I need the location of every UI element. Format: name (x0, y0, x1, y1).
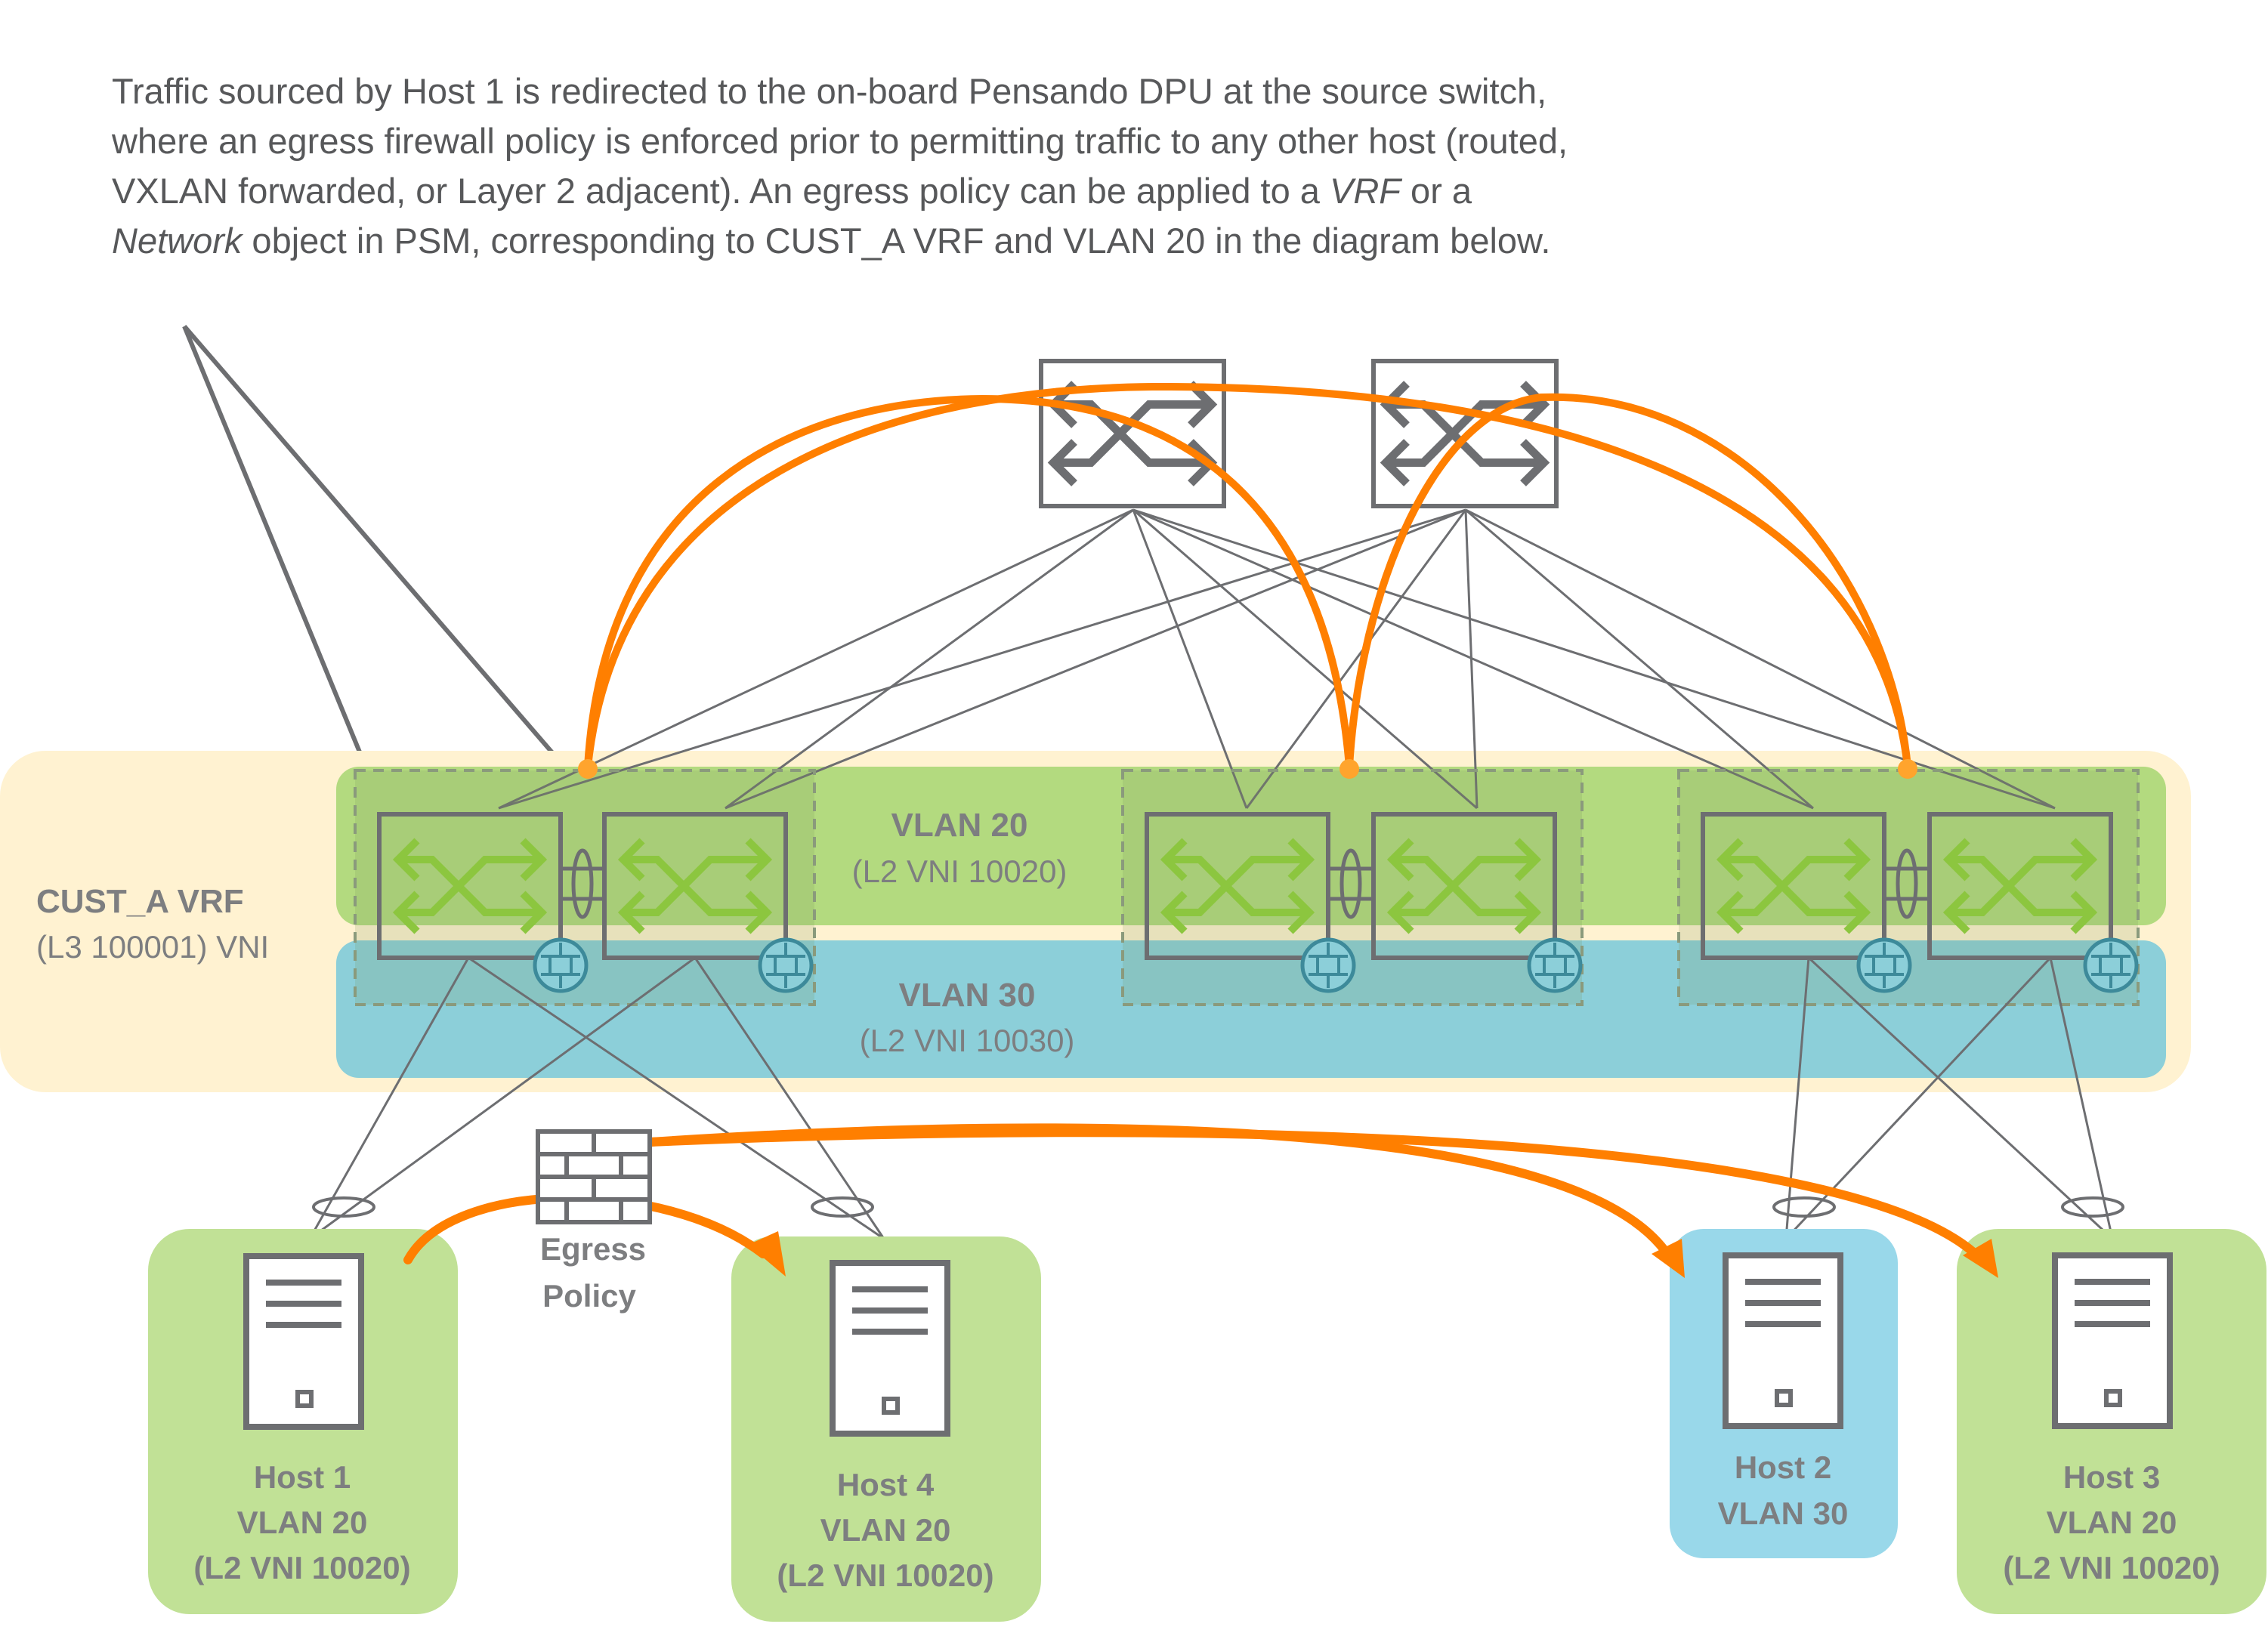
host2-vlan: VLAN 30 (1718, 1496, 1849, 1531)
isl-links (561, 848, 1930, 919)
host1-name: Host 1 (254, 1459, 351, 1495)
arc-endpoints (578, 759, 1917, 779)
host3-vni: (L2 VNI 10020) (2003, 1550, 2220, 1585)
host2-name: Host 2 (1735, 1449, 1831, 1485)
dpu-brick-lines (541, 943, 2130, 988)
host4-vni: (L2 VNI 10020) (777, 1558, 993, 1593)
host4-vlan: VLAN 20 (820, 1512, 951, 1548)
vlan30-name: VLAN 30 (899, 977, 1036, 1014)
description-text: Traffic sourced by Host 1 is redirected … (112, 71, 1568, 261)
vlan30-vni: (L2 VNI 10030) (860, 1023, 1075, 1058)
egress-firewall-icon (536, 1129, 652, 1224)
egress-policy-line1: Egress (540, 1231, 646, 1267)
host4-server-icon (830, 1260, 950, 1437)
host3-vlan: VLAN 20 (2047, 1505, 2177, 1540)
vlan20-name: VLAN 20 (891, 807, 1028, 844)
spine-switch-1 (1039, 359, 1226, 508)
host4-name: Host 4 (837, 1467, 935, 1502)
lag-ovals (312, 1196, 2124, 1218)
vrf-vni: (L3 100001) VNI (36, 929, 269, 965)
vxlan-traffic-arcs (584, 382, 1911, 767)
vlan20-band (336, 767, 2166, 925)
host3-name: Host 3 (2063, 1459, 2160, 1495)
host1-vlan: VLAN 20 (237, 1505, 368, 1540)
host1-vni: (L2 VNI 10020) (193, 1550, 410, 1585)
host2-server-icon (1723, 1252, 1843, 1429)
host1-server-icon (243, 1253, 364, 1430)
spine-leaf-links (498, 508, 2056, 810)
host3-server-icon (2052, 1252, 2173, 1429)
vlan20-vni: (L2 VNI 10020) (852, 854, 1068, 889)
server-icons (243, 1252, 2173, 1437)
arrow-heads (748, 1231, 1998, 1278)
dpu-firewall-icons (533, 937, 2139, 993)
vrf-name: CUST_A VRF (36, 883, 244, 920)
egress-policy-line2: Policy (542, 1278, 636, 1314)
